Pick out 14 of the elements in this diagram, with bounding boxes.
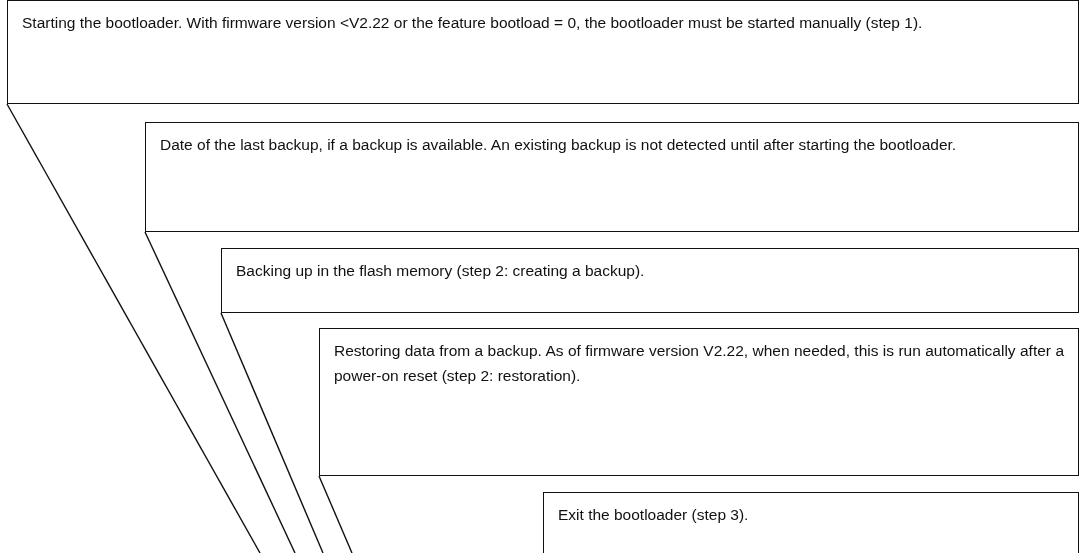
callout-box: [543, 492, 1079, 553]
leader-line: [144, 231, 296, 553]
leader-line: [318, 475, 353, 553]
callout-text: Exit the bootloader (step 3).: [558, 505, 750, 525]
leader-line: [220, 312, 324, 553]
leader-line: [6, 103, 261, 553]
callout-box: [221, 248, 1079, 313]
callout-box: [145, 122, 1079, 232]
callout-box: [319, 328, 1079, 476]
callout-text: Starting the bootloader. With firmware version <V2.22 or the feature bootload = 0, the bootloader must be started manually (step 1).: [22, 13, 924, 33]
callout-text: Backing up in the flash memory (step 2: creating a backup).: [236, 261, 646, 281]
callout-text: Restoring data from a backup. As of firmware version V2.22, when needed, this is run automatically after a power-on reset (step 2: restoration).: [334, 341, 1064, 386]
callout-box: [7, 0, 1079, 104]
callout-text: Date of the last backup, if a backup is available. An existing backup is not detected until after starting the bootloader.: [160, 135, 958, 155]
